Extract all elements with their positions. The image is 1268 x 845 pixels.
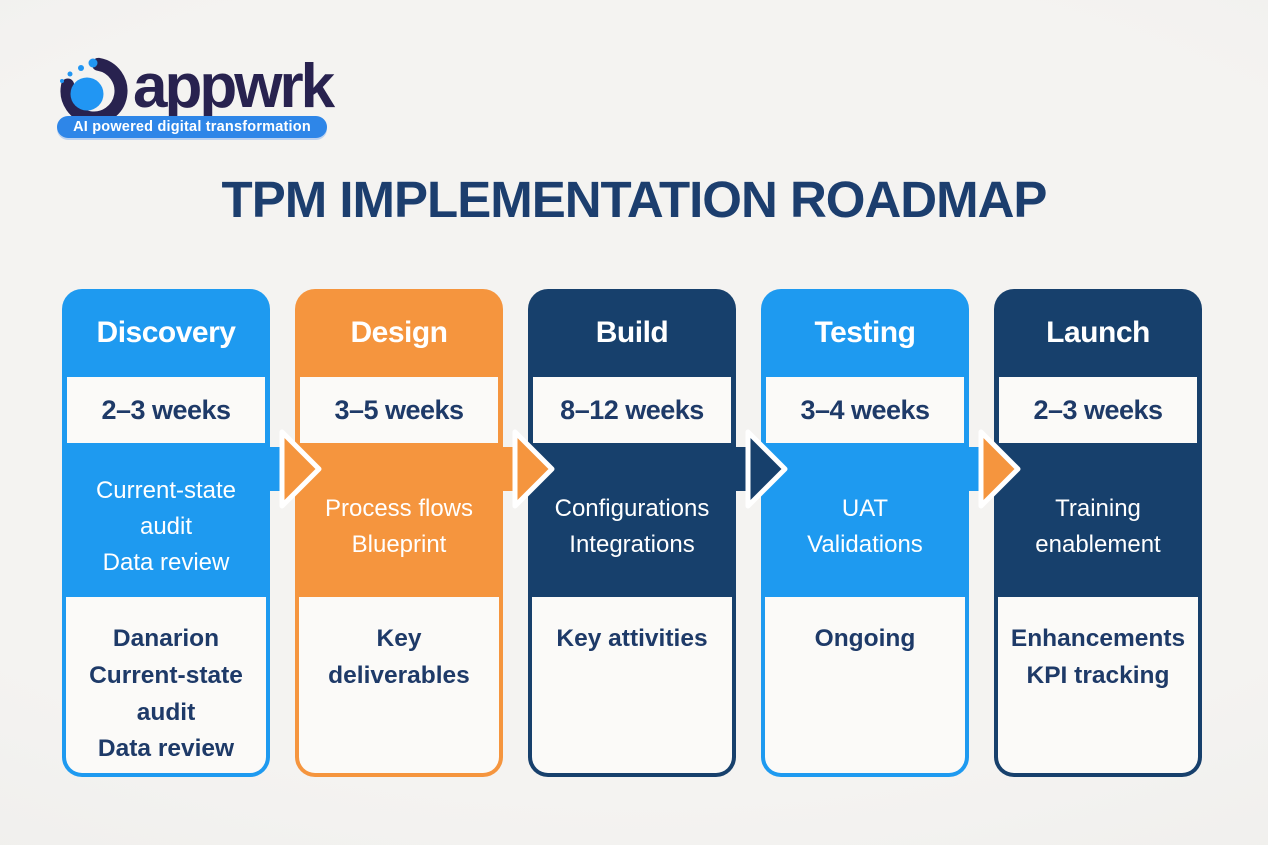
stage-duration: 3–5 weeks [300, 377, 498, 443]
arrow-right-icon [475, 429, 555, 509]
brand-tagline: AI powered digital transformation [57, 116, 327, 138]
stage-design: Design 3–5 weeks Process flows Blueprint… [295, 289, 503, 777]
stage-duration: 2–3 weeks [999, 377, 1197, 443]
stage-footer: Ongoing [765, 597, 965, 773]
stage-discovery: Discovery 2–3 weeks Current-state audit … [62, 289, 270, 777]
stage-duration: 8–12 weeks [533, 377, 731, 443]
stage-title: Design [350, 316, 448, 349]
arrow-right-icon [708, 429, 788, 509]
arrow-right-icon [941, 429, 1021, 509]
stage-title: Discovery [96, 316, 236, 349]
stage-footer: Danarion Current-state audit Data review [66, 597, 266, 773]
stage-title: Launch [1046, 316, 1150, 349]
page-title: TPM IMPLEMENTATION ROADMAP [221, 171, 1048, 228]
stage-activities: UAT Validations [807, 495, 923, 558]
stage-footer: Key attivities [532, 597, 732, 773]
roadmap: Discovery 2–3 weeks Current-state audit … [62, 289, 1202, 777]
stage-activities: Training enablement [1035, 495, 1161, 558]
stage-testing: Testing 3–4 weeks UAT Validations Ongoin… [761, 289, 969, 777]
stage-activities: Current-state audit Data review [95, 477, 237, 576]
stage-duration: 2–3 weeks [67, 377, 265, 443]
stage-activities: Process flows Blueprint [324, 495, 474, 558]
brand-wordmark: appwrk [133, 52, 335, 121]
stage-activities: Configurations Integrations [554, 495, 710, 558]
stage-footer: Enhancements KPI tracking [998, 597, 1198, 773]
stage-title: Testing [814, 316, 916, 349]
stage-launch: Launch 2–3 weeks Training enablement Enh… [994, 289, 1202, 777]
stage-build: Build 8–12 weeks Configurations Integrat… [528, 289, 736, 777]
stage-duration: 3–4 weeks [766, 377, 964, 443]
stage-title: Build [595, 316, 669, 349]
arrow-right-icon [242, 429, 322, 509]
stage-row: Discovery 2–3 weeks Current-state audit … [62, 289, 1202, 777]
stage-footer: Key deliverables [299, 597, 499, 773]
logo-mark-icon [60, 57, 128, 125]
brand-logo: appwrk AI powered digital transformation [57, 50, 347, 140]
